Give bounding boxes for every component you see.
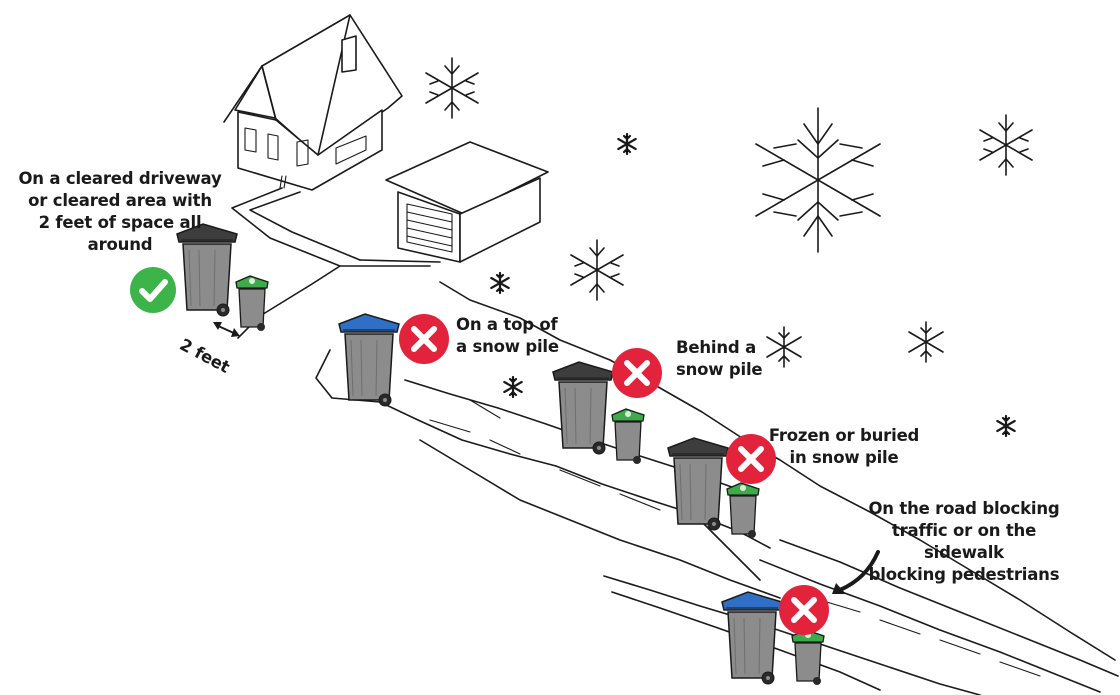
snowflake-icon xyxy=(766,326,802,368)
snowflake-icon xyxy=(570,239,624,301)
snowflake-icon xyxy=(425,57,479,119)
compost-bin xyxy=(235,275,269,332)
snowflake-icon xyxy=(979,114,1033,176)
snowflake-icon xyxy=(503,375,523,399)
recycle-bin xyxy=(721,591,783,685)
snowflake-icon xyxy=(490,271,510,295)
top-of-pile-label: On a top of a snow pile xyxy=(456,315,559,356)
house-icon xyxy=(223,14,403,191)
compost-bin xyxy=(611,408,645,465)
x-icon xyxy=(612,348,662,398)
pointer-arrow xyxy=(832,550,880,594)
recycle-bin xyxy=(338,313,400,407)
frozen-label: Frozen or buried in snow pile xyxy=(768,426,920,467)
x-icon xyxy=(779,585,829,635)
snowflake-icon xyxy=(908,321,944,363)
compost-bin xyxy=(791,629,825,686)
road-label: On the road blocking traffic or on the s… xyxy=(868,499,1060,584)
garbage-bin xyxy=(667,437,729,531)
snowflake-icon xyxy=(996,414,1016,438)
x-icon xyxy=(726,434,776,484)
behind-pile-label: Behind a snow pile xyxy=(676,338,763,379)
garbage-bin xyxy=(552,361,614,455)
check-icon xyxy=(130,267,176,313)
snowflake-icon xyxy=(617,132,637,156)
cleared-driveway-label: On a cleared driveway or cleared area wi… xyxy=(18,169,222,254)
compost-bin xyxy=(726,482,760,539)
garage-icon xyxy=(385,141,549,263)
x-icon xyxy=(399,314,449,364)
snowflake-icon xyxy=(755,107,881,253)
two-feet-arrow xyxy=(213,322,240,337)
